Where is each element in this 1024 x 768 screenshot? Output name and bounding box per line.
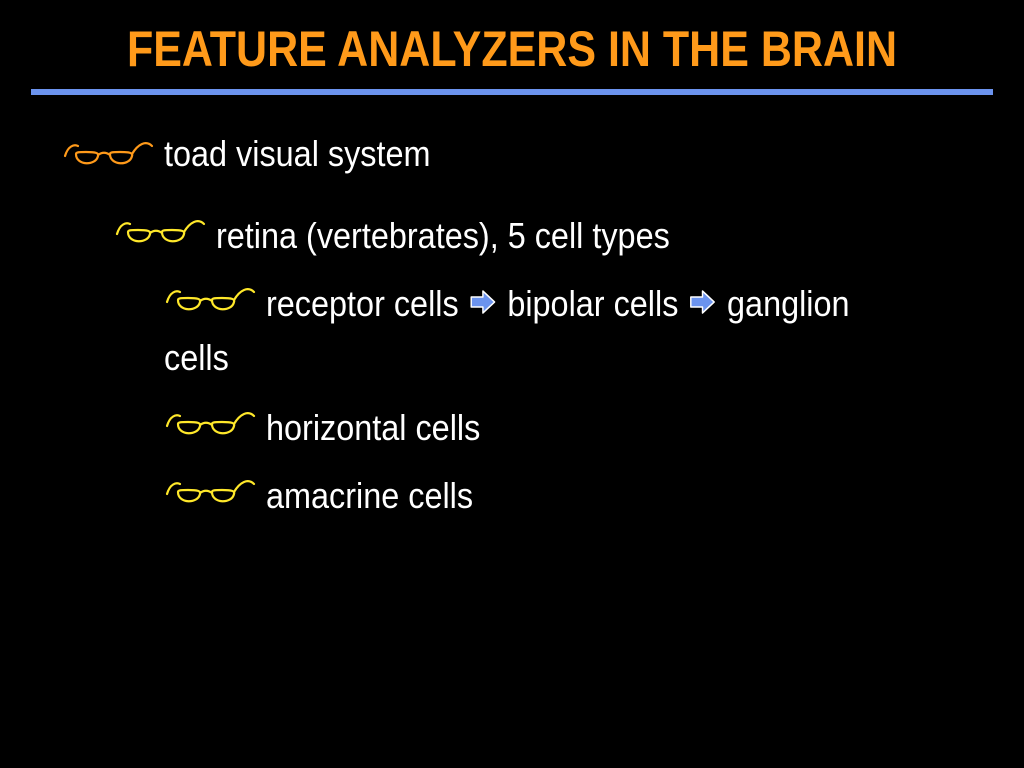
title-divider <box>31 89 993 95</box>
bullet-toad-visual-system: toad visual system <box>164 133 431 174</box>
receptor-cells-label: receptor cells <box>266 283 459 324</box>
spectacles-icon <box>165 412 256 435</box>
spectacles-icon <box>63 142 154 165</box>
bullet-horizontal-cells: horizontal cells <box>266 407 481 448</box>
spectacles-icon <box>165 288 256 311</box>
bullet-cell-pathway-continuation: cells <box>164 337 229 378</box>
bullet-cell-pathway: receptor cells bipolar cells ganglion <box>266 282 850 326</box>
bipolar-cells-label: bipolar cells <box>507 283 679 324</box>
bullet-amacrine-cells: amacrine cells <box>266 475 474 516</box>
right-arrow-icon <box>470 290 496 315</box>
slide-title: FEATURE ANALYZERS IN THE BRAIN <box>126 21 898 77</box>
spectacles-icon <box>115 220 206 243</box>
bullet-retina: retina (vertebrates), 5 cell types <box>216 215 670 256</box>
right-arrow-icon <box>690 290 716 315</box>
ganglion-label: ganglion <box>727 283 850 324</box>
spectacles-icon <box>165 480 256 503</box>
